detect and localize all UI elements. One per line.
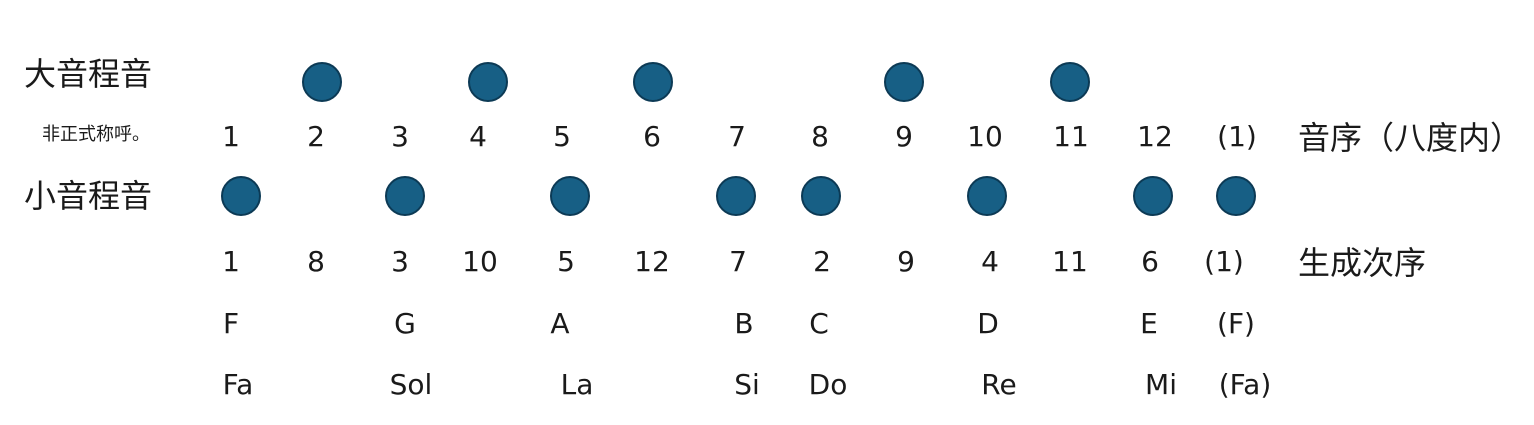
- order-number: 12: [1137, 120, 1173, 153]
- solfege-name: (Fa): [1218, 368, 1272, 401]
- major-interval-label: 大音程音: [24, 55, 153, 93]
- generation-number: 7: [729, 245, 747, 278]
- minor-note-dot: [801, 176, 841, 216]
- solfege-name: Do: [808, 368, 848, 401]
- generation-number: 5: [557, 245, 575, 278]
- generation-number: 2: [813, 245, 831, 278]
- order-number: 9: [895, 120, 913, 153]
- order-row-label: 音序（八度内）: [1298, 119, 1523, 157]
- order-number: 10: [967, 120, 1003, 153]
- informal-name-note: 非正式称呼。: [42, 124, 150, 145]
- solfege-name: La: [560, 368, 594, 401]
- letter-name: C: [809, 307, 829, 340]
- generation-number: 1: [222, 245, 240, 278]
- letter-name: G: [394, 307, 416, 340]
- generation-number: (1): [1204, 245, 1244, 278]
- minor-interval-label: 小音程音: [24, 177, 153, 215]
- major-note-dot: [1050, 62, 1090, 102]
- solfege-name: Mi: [1145, 368, 1177, 401]
- solfege-name: Re: [981, 368, 1017, 401]
- generation-number: 10: [462, 245, 498, 278]
- solfege-name: Fa: [222, 368, 254, 401]
- order-number: 1: [222, 120, 240, 153]
- letter-name: B: [734, 307, 754, 340]
- minor-note-dot: [716, 176, 756, 216]
- order-number: 5: [553, 120, 571, 153]
- generation-number: 6: [1141, 245, 1159, 278]
- letter-name: E: [1140, 307, 1158, 340]
- minor-note-dot: [221, 176, 261, 216]
- generation-number: 4: [981, 245, 999, 278]
- generation-number: 3: [391, 245, 409, 278]
- major-note-dot: [302, 62, 342, 102]
- major-note-dot: [884, 62, 924, 102]
- major-note-dot: [468, 62, 508, 102]
- minor-note-dot: [385, 176, 425, 216]
- solfege-name: Si: [734, 368, 760, 401]
- order-number: (1): [1217, 120, 1257, 153]
- minor-note-dot: [967, 176, 1007, 216]
- generation-number: 9: [897, 245, 915, 278]
- order-number: 3: [391, 120, 409, 153]
- letter-name: (F): [1217, 307, 1255, 340]
- generation-row-label: 生成次序: [1298, 244, 1427, 282]
- major-note-dot: [633, 62, 673, 102]
- generation-number: 8: [307, 245, 325, 278]
- letter-name: D: [977, 307, 999, 340]
- order-number: 11: [1053, 120, 1089, 153]
- solfege-name: Sol: [389, 368, 433, 401]
- order-number: 7: [728, 120, 746, 153]
- generation-number: 11: [1052, 245, 1088, 278]
- minor-note-dot: [550, 176, 590, 216]
- order-number: 6: [643, 120, 661, 153]
- letter-name: A: [550, 307, 570, 340]
- minor-note-dot: [1216, 176, 1256, 216]
- letter-name: F: [222, 307, 240, 340]
- minor-note-dot: [1133, 176, 1173, 216]
- order-number: 8: [811, 120, 829, 153]
- generation-number: 12: [634, 245, 670, 278]
- order-number: 2: [307, 120, 325, 153]
- order-number: 4: [469, 120, 487, 153]
